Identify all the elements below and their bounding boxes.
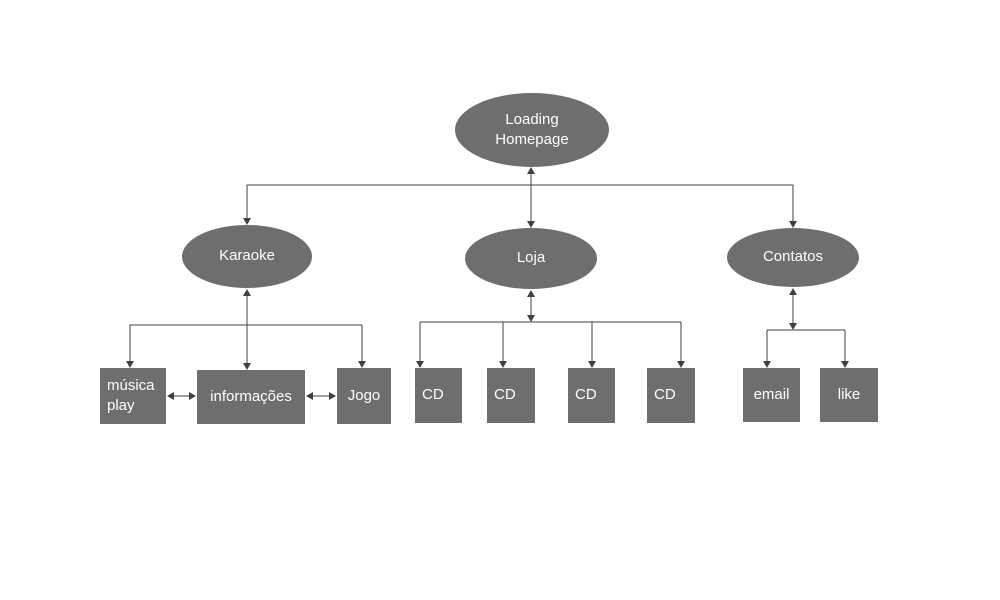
node-cd-2: CD [487,368,535,423]
node-karaoke: Karaoke [182,225,312,288]
edges-loja-subtree [416,290,685,368]
node-like: like [820,368,878,422]
edges-karaoke-subtree [126,289,366,400]
node-loja: Loja [465,228,597,289]
node-musica-play: música play [100,368,166,424]
node-contatos: Contatos [727,228,859,287]
node-cd-1: CD [415,368,462,423]
node-jogo: Jogo [337,368,391,424]
node-informacoes: informações [197,370,305,424]
edges-contatos-subtree [763,288,849,368]
node-cd-4: CD [647,368,695,423]
node-cd-3: CD [568,368,615,423]
node-email: email [743,368,800,422]
node-loading-homepage: Loading Homepage [455,93,609,167]
edges-level1 [243,167,797,228]
